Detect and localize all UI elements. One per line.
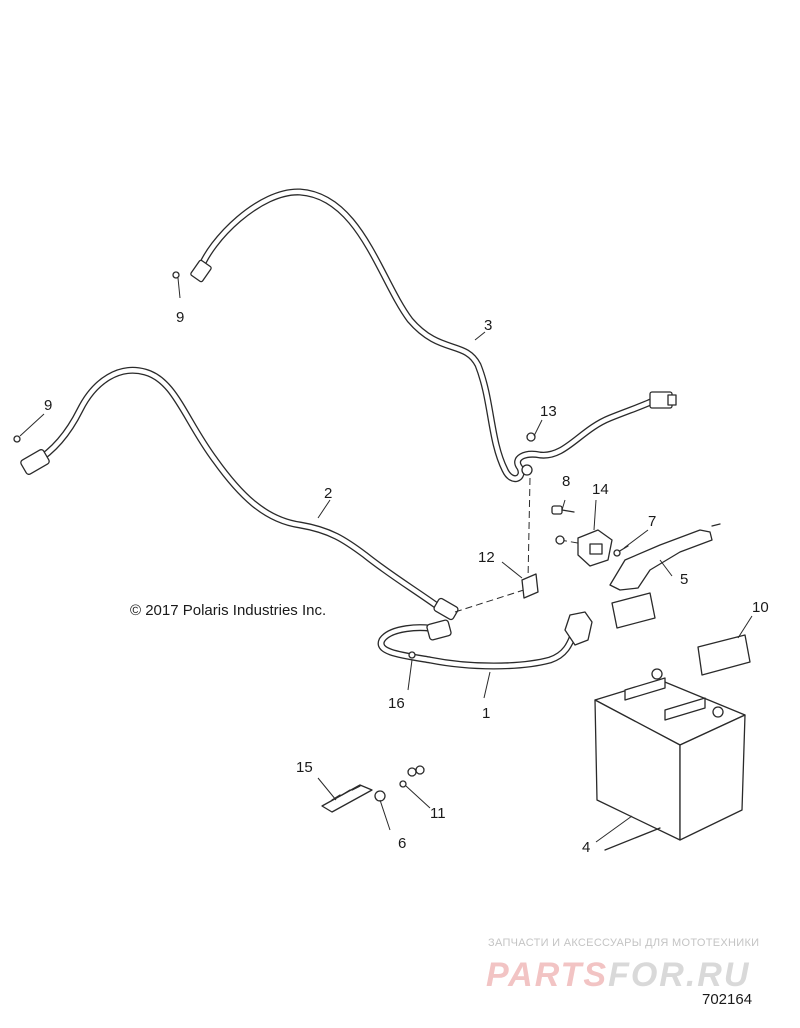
clip-12 bbox=[521, 573, 539, 599]
watermark-logo-part1: PARTS bbox=[486, 956, 608, 994]
cable-2 bbox=[20, 366, 459, 621]
callout-11: 11 bbox=[430, 805, 446, 822]
callout-14: 14 bbox=[592, 481, 609, 498]
decal bbox=[611, 592, 656, 629]
assembly-line-13 bbox=[527, 477, 531, 581]
callout-8: 8 bbox=[562, 473, 570, 490]
nut-9-lower bbox=[13, 435, 21, 443]
nut bbox=[407, 767, 417, 777]
cable-3 bbox=[190, 188, 677, 483]
relay-14 bbox=[555, 529, 613, 567]
callout-16: 16 bbox=[388, 695, 405, 712]
callout-4: 4 bbox=[582, 839, 590, 856]
copyright-text: © 2017 Polaris Industries Inc. bbox=[130, 602, 326, 619]
nut-13 bbox=[526, 432, 536, 442]
leader-lines bbox=[19, 277, 753, 843]
callout-1: 1 bbox=[482, 705, 490, 722]
watermark-logo-part2: FOR.RU bbox=[608, 956, 750, 994]
callout-5: 5 bbox=[680, 571, 688, 588]
diagram-id: 702164 bbox=[702, 991, 752, 1008]
callout-6: 6 bbox=[398, 835, 406, 852]
callout-2: 2 bbox=[324, 485, 332, 502]
watermark-tagline: ЗАПЧАСТИ И АКСЕССУАРЫ ДЛЯ МОТОТЕХНИКИ bbox=[488, 937, 759, 949]
cable-1 bbox=[377, 611, 593, 670]
washer-6 bbox=[374, 790, 386, 802]
watermark-logo: PARTSFOR.RU bbox=[486, 956, 750, 994]
watermark: ЗАПЧАСТИ И АКСЕССУАРЫ ДЛЯ МОТОТЕХНИКИ PA… bbox=[486, 937, 759, 994]
callout-9: 9 bbox=[176, 309, 184, 326]
fuse-holder-15 bbox=[321, 784, 373, 813]
callout-10: 10 bbox=[752, 599, 769, 616]
callout-12: 12 bbox=[478, 549, 495, 566]
nut-9-upper bbox=[172, 271, 180, 279]
battery-4 bbox=[594, 668, 746, 851]
callout-9: 9 bbox=[44, 397, 52, 414]
screw-7 bbox=[613, 545, 629, 557]
callout-15: 15 bbox=[296, 759, 313, 776]
assembly-line-12 bbox=[454, 587, 531, 613]
callout-7: 7 bbox=[648, 513, 656, 530]
decal-10 bbox=[697, 634, 751, 676]
callout-13: 13 bbox=[540, 403, 557, 420]
callout-3: 3 bbox=[484, 317, 492, 334]
nut-16 bbox=[408, 651, 416, 659]
nut-11 bbox=[399, 780, 407, 788]
bracket-5 bbox=[609, 523, 721, 591]
nut bbox=[415, 765, 425, 775]
